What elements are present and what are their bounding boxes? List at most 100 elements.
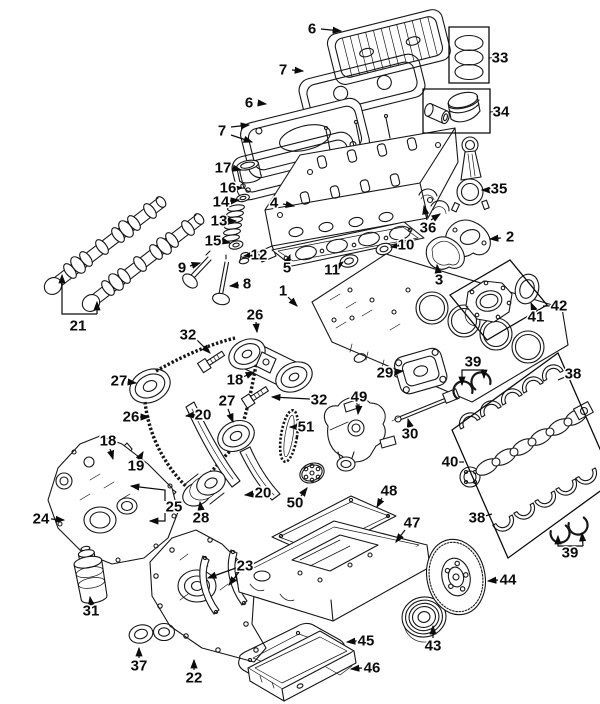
bolt-drawing	[196, 350, 226, 374]
oil-pump-chain-drawing	[278, 408, 300, 464]
callout-14-label: 14	[213, 194, 230, 211]
callout-22-label: 22	[186, 670, 203, 687]
callout-37-label: 37	[131, 658, 148, 675]
callout-15-label: 15	[205, 233, 222, 250]
callout-17-leader	[231, 164, 243, 172]
callout-32-leader	[196, 339, 211, 354]
rear-seal-group-box	[449, 259, 548, 341]
callout-5-leader	[283, 253, 291, 265]
camshaft-drawing	[81, 213, 205, 312]
callout-5-label: 5	[283, 260, 291, 277]
callout-8-leader	[228, 281, 240, 289]
callout-32-label: 32	[180, 327, 197, 344]
piston-rings-drawing	[454, 34, 484, 81]
callout-45-leader	[345, 637, 358, 645]
callout-4-label: 4	[270, 195, 279, 212]
crank-sprocket-drawing	[182, 470, 226, 507]
callout-14-leader	[229, 197, 241, 205]
callout-18-label: 18	[100, 433, 117, 450]
callout-26-label: 26	[123, 409, 140, 426]
callout-2-leader	[488, 234, 502, 242]
camshaft-drawing	[43, 196, 167, 295]
callout-32-leader	[270, 393, 311, 402]
callout-39-leader	[458, 369, 484, 387]
callout-41-leader	[530, 301, 538, 313]
callout-38-label: 38	[469, 510, 486, 527]
main-bearings-lower-drawing	[492, 467, 598, 532]
front-cover-upper-drawing	[47, 435, 179, 565]
callout-9-leader	[189, 261, 202, 269]
piston-group-box	[422, 88, 491, 134]
rear-main-seal-housing-drawing	[464, 280, 513, 327]
callout-39-leader	[579, 531, 587, 547]
bolt-drawing	[240, 386, 269, 409]
callout-8-label: 8	[243, 276, 251, 293]
callout-12-label: 12	[251, 247, 268, 264]
callout-27-label: 27	[219, 393, 236, 410]
callout-6-leader	[257, 99, 268, 107]
callout-33-label: 33	[492, 50, 509, 67]
callout-23-leader	[228, 571, 240, 586]
callout-2-label: 2	[506, 229, 514, 246]
callout-29-leader	[393, 368, 405, 376]
callout-19-leader	[135, 450, 144, 462]
callout-17-label: 17	[215, 160, 232, 177]
callout-24-leader	[50, 515, 66, 523]
oil-pan-lower-drawing	[247, 630, 357, 702]
callout-7-label: 7	[218, 123, 226, 140]
seal-drawing	[339, 254, 359, 268]
callout-47-leader	[395, 529, 406, 543]
rear-main-seal-drawing	[514, 273, 540, 305]
callout-26-label: 26	[247, 307, 264, 324]
crankshaft-drawing	[459, 401, 594, 488]
callout-28-label: 28	[193, 510, 210, 527]
valve-spring-drawing	[222, 204, 245, 242]
callout-48-leader	[376, 497, 385, 509]
callout-49-label: 49	[351, 389, 368, 406]
callout-50-leader	[299, 487, 308, 497]
callout-11-leader	[334, 261, 344, 271]
piston-drawing	[424, 91, 481, 125]
callout-7-label: 7	[279, 62, 287, 79]
callout-10-label: 10	[398, 237, 415, 254]
callout-7-leader	[291, 66, 305, 74]
callout-42-label: 42	[551, 298, 568, 315]
valve-cover-drawing	[326, 9, 451, 85]
vacuum-pump-drawing	[393, 347, 448, 395]
callout-11-label: 11	[324, 262, 340, 279]
front-crank-seal-drawing	[128, 624, 154, 644]
cam-sprocket-drawing	[129, 368, 171, 404]
callout-4-leader	[282, 200, 296, 209]
cover-gaskets-drawing	[199, 549, 248, 615]
callout-6-label: 6	[308, 21, 316, 38]
piston-rings-group-box	[448, 26, 490, 84]
callout-35-label: 35	[491, 181, 508, 198]
callout-38-leader	[484, 513, 493, 517]
valve-drawing	[212, 254, 230, 306]
callout-48-label: 48	[381, 483, 398, 500]
valve-cover-gasket-drawing	[298, 53, 426, 123]
callout-40-label: 40	[442, 454, 459, 471]
callout-28-leader	[197, 500, 205, 511]
valve-stem-seal-drawing	[238, 251, 250, 265]
callout-49-leader	[355, 403, 363, 416]
rod-bearing-drawing	[418, 188, 450, 214]
spring-retainer-drawing	[236, 193, 250, 203]
callout-25-leader	[148, 513, 166, 525]
callout-23-leader	[206, 567, 237, 579]
callout-27-label: 27	[111, 373, 128, 390]
callout-20-label: 20	[255, 485, 272, 502]
pump-sprocket-plate-drawing	[299, 462, 325, 484]
callout-46-label: 46	[364, 660, 381, 677]
callout-13-label: 13	[211, 213, 228, 230]
chain-guide-drawing	[185, 401, 241, 488]
callout-27-leader	[226, 408, 234, 424]
callout-30-leader	[406, 417, 414, 429]
callout-39-label: 39	[465, 354, 482, 371]
callout-1-leader	[287, 296, 298, 307]
callout-43-label: 43	[425, 638, 442, 655]
oil-filter-drawing	[73, 545, 108, 604]
callout-3-leader	[434, 263, 442, 274]
